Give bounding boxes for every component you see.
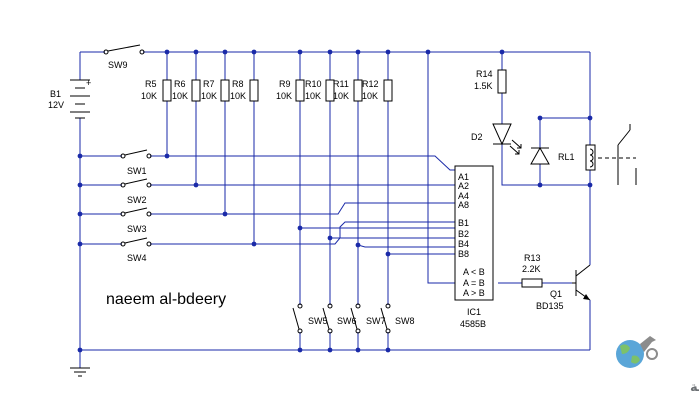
sw3-label: SW3 <box>127 224 147 234</box>
author-credit: naeem al-bdeery <box>106 291 226 308</box>
ic-pin-b2: B2 <box>458 229 469 239</box>
base-resistor-body <box>521 278 543 288</box>
globe-logo-icon <box>616 336 658 368</box>
relay-label: RL1 <box>558 152 575 162</box>
transistor-name: Q1 <box>550 289 562 299</box>
ic-out-equal: A = B <box>463 278 485 288</box>
ic-out-less: A < B <box>463 267 485 277</box>
ic-out-greater: A > B <box>463 288 485 298</box>
r10-name: R10 <box>305 79 322 89</box>
main-switch-label: SW9 <box>108 60 128 70</box>
relay-coil-icon <box>585 144 636 171</box>
battery-symbol <box>70 79 90 119</box>
sw7-label: SW7 <box>366 316 386 326</box>
r6-name: R6 <box>174 79 186 89</box>
ic-pin-a2: A2 <box>458 181 469 191</box>
transistor-icon <box>572 264 591 301</box>
r9-name: R9 <box>279 79 291 89</box>
diode-icon <box>530 146 550 165</box>
ground-icon <box>70 367 90 377</box>
r11-name: R11 <box>333 79 349 89</box>
r12-name: R12 <box>362 79 379 89</box>
ic-name: IC1 <box>467 307 481 317</box>
battery-name: B1 <box>50 89 61 99</box>
junction-dots <box>77 49 593 353</box>
input-switch-symbols <box>120 149 152 247</box>
led-resistor-value: 1.5K <box>474 81 493 91</box>
ic-pin-b8: B8 <box>458 249 469 259</box>
r10-value: 10K <box>305 91 321 101</box>
main-switch-symbol <box>103 44 145 55</box>
r6-value: 10K <box>172 91 188 101</box>
ic-pin-b4: B4 <box>458 239 469 249</box>
r7-name: R7 <box>203 79 215 89</box>
ic-pin-a1: A1 <box>458 172 469 182</box>
wiring <box>79 51 591 368</box>
base-resistor-name: R13 <box>524 253 541 263</box>
transistor-part: BD135 <box>536 301 564 311</box>
sw8-label: SW8 <box>395 316 415 326</box>
resistor-bodies <box>162 79 393 102</box>
r8-name: R8 <box>232 79 244 89</box>
led-label: D2 <box>471 132 483 142</box>
r11-value: 10K <box>333 91 349 101</box>
ic-pin-a4: A4 <box>458 191 469 201</box>
watermark-text: القرية الالكترونية <box>690 380 699 395</box>
sw4-label: SW4 <box>127 253 147 263</box>
led-resistor-name: R14 <box>476 69 493 79</box>
battery-plus: + <box>86 78 91 88</box>
sw5-label: SW5 <box>308 316 328 326</box>
sw2-label: SW2 <box>127 195 147 205</box>
battery-voltage: 12V <box>48 100 64 110</box>
r7-value: 10K <box>201 91 217 101</box>
relay-contact-icon <box>617 124 637 185</box>
base-resistor-value: 2.2K <box>522 264 541 274</box>
dip-switch-symbols <box>292 303 391 334</box>
r8-value: 10K <box>230 91 246 101</box>
r5-name: R5 <box>145 79 157 89</box>
led-resistor-body <box>497 69 507 94</box>
sw6-label: SW6 <box>337 316 357 326</box>
ic-pin-a8: A8 <box>458 200 469 210</box>
r5-value: 10K <box>141 91 157 101</box>
ic-pin-b1: B1 <box>458 218 469 228</box>
r9-value: 10K <box>276 91 292 101</box>
ic-body <box>454 165 494 301</box>
sw1-label: SW1 <box>127 166 147 176</box>
ic-part: 4585B <box>460 319 486 329</box>
led-icon <box>492 123 522 155</box>
r12-value: 10K <box>362 91 378 101</box>
